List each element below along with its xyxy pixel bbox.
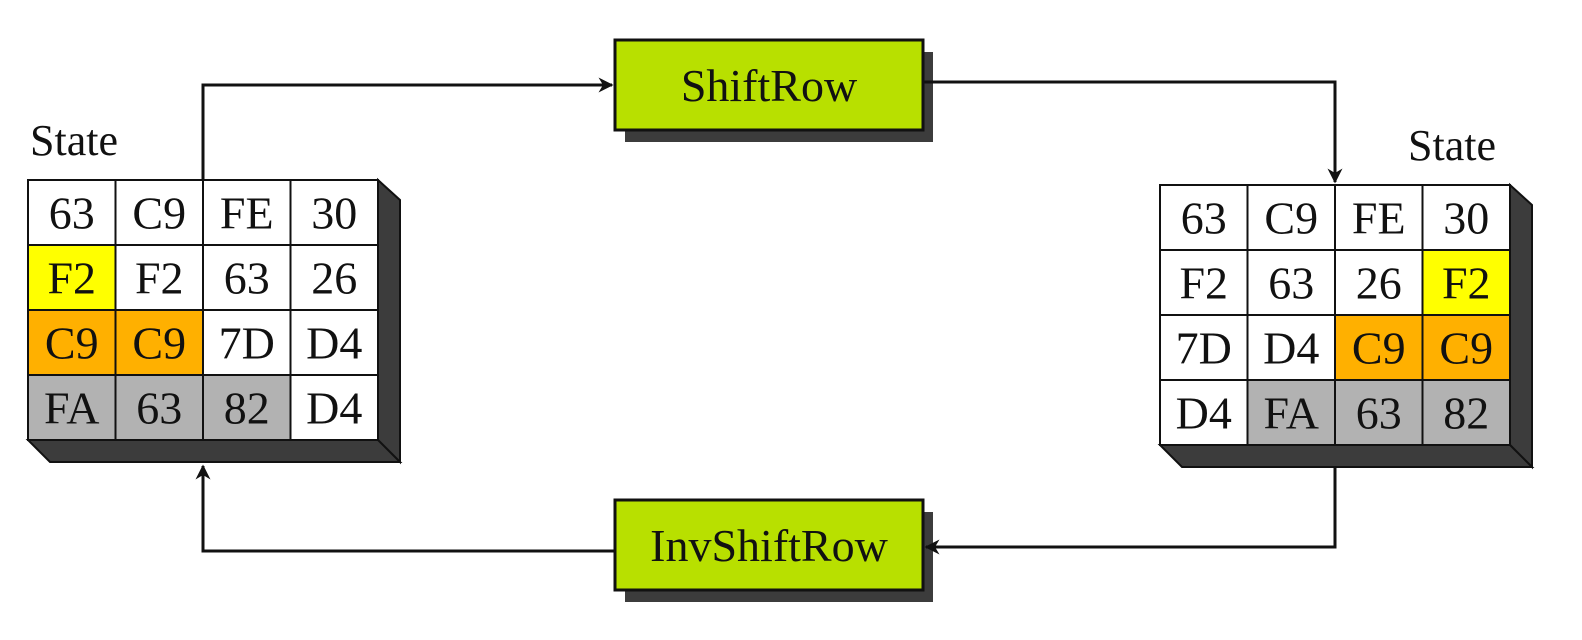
left-state-label: State xyxy=(30,116,118,165)
matrix-cell-bg xyxy=(114,309,204,376)
matrix-cell-bg xyxy=(27,179,117,246)
matrix-cell-value: C9 xyxy=(132,188,186,239)
matrix-cell-value: D4 xyxy=(1263,323,1319,374)
matrix-cell-value: 7D xyxy=(1176,323,1232,374)
matrix-cell-bg xyxy=(114,179,204,246)
matrix-cell-value: 63 xyxy=(136,383,182,434)
matrix-cell-value: 63 xyxy=(1356,388,1402,439)
matrix-cell-value: D4 xyxy=(306,318,362,369)
matrix-cell-value: F2 xyxy=(1442,258,1491,309)
matrix-cell-value: C9 xyxy=(1352,323,1406,374)
left-matrix-shadow-bottom xyxy=(25,439,403,463)
matrix-cell-value: D4 xyxy=(1176,388,1232,439)
matrix-cell-bg xyxy=(1246,184,1336,251)
matrix-cell-value: 63 xyxy=(1181,193,1227,244)
arrow-invshiftrow-to-left-state xyxy=(195,464,615,553)
matrix-cell-value: 26 xyxy=(311,253,357,304)
matrix-cell-bg xyxy=(114,244,204,311)
matrix-cell-bg xyxy=(1159,379,1249,446)
matrix-cell-value: FE xyxy=(220,188,274,239)
matrix-cell-bg xyxy=(1159,249,1249,316)
matrix-cell-bg xyxy=(1334,184,1424,251)
matrix-cell-bg xyxy=(289,244,379,311)
matrix-cell-value: F2 xyxy=(1179,258,1228,309)
matrix-cell-value: C9 xyxy=(1264,193,1318,244)
matrix-cell-value: F2 xyxy=(47,253,96,304)
matrix-cell-value: F2 xyxy=(135,253,184,304)
shiftrow-label: ShiftRow xyxy=(681,60,858,111)
matrix-cell-bg xyxy=(289,374,379,441)
matrix-cell-value: 63 xyxy=(1268,258,1314,309)
matrix-cell-value: C9 xyxy=(45,318,99,369)
matrix-cell-value: 63 xyxy=(224,253,270,304)
matrix-cell-value: 30 xyxy=(1443,193,1489,244)
matrix-cell-bg xyxy=(1421,379,1511,446)
invshiftrow-box-body xyxy=(613,498,925,592)
matrix-cell-value: 82 xyxy=(1443,388,1489,439)
right-matrix-shadow-right xyxy=(1509,182,1533,470)
matrix-cell-bg xyxy=(1334,379,1424,446)
matrix-cell-value: 7D xyxy=(219,318,275,369)
matrix-cell-bg xyxy=(27,374,117,441)
matrix-cell-bg xyxy=(1334,249,1424,316)
matrix-cell-value: 63 xyxy=(49,188,95,239)
matrix-cell-value: 30 xyxy=(311,188,357,239)
matrix-cell-bg xyxy=(1421,314,1511,381)
right-matrix-shadow-bottom xyxy=(1157,444,1535,468)
left-matrix-shadow-right xyxy=(377,177,401,465)
matrix-cell-value: FE xyxy=(1352,193,1406,244)
matrix-cell-value: 82 xyxy=(224,383,270,434)
matrix-cell-bg xyxy=(1421,184,1511,251)
matrix-cell-bg xyxy=(1246,249,1336,316)
shiftrow-box: ShiftRow xyxy=(613,38,933,142)
matrix-cell-value: FA xyxy=(44,383,99,434)
invshiftrow-box: InvShiftRow xyxy=(613,498,933,602)
matrix-cell-value: D4 xyxy=(306,383,362,434)
matrix-cell-value: C9 xyxy=(1439,323,1493,374)
arrow-shiftrow-to-right-state xyxy=(923,80,1343,184)
matrix-cell-bg xyxy=(1159,184,1249,251)
invshiftrow-label: InvShiftRow xyxy=(650,520,888,571)
shiftrow-box-body xyxy=(613,38,925,132)
arrow-right-state-to-invshiftrow xyxy=(924,467,1337,555)
matrix-cell-value: FA xyxy=(1264,388,1319,439)
matrix-cell-bg xyxy=(1334,314,1424,381)
matrix-cell-bg xyxy=(1421,249,1511,316)
matrix-cell-value: 26 xyxy=(1356,258,1402,309)
arrow-left-state-to-shiftrow xyxy=(201,77,614,180)
matrix-cell-bg xyxy=(289,309,379,376)
matrix-cell-value: C9 xyxy=(132,318,186,369)
right-state-label: State xyxy=(1408,121,1496,170)
matrix-cell-bg xyxy=(114,374,204,441)
matrix-cell-bg xyxy=(289,179,379,246)
